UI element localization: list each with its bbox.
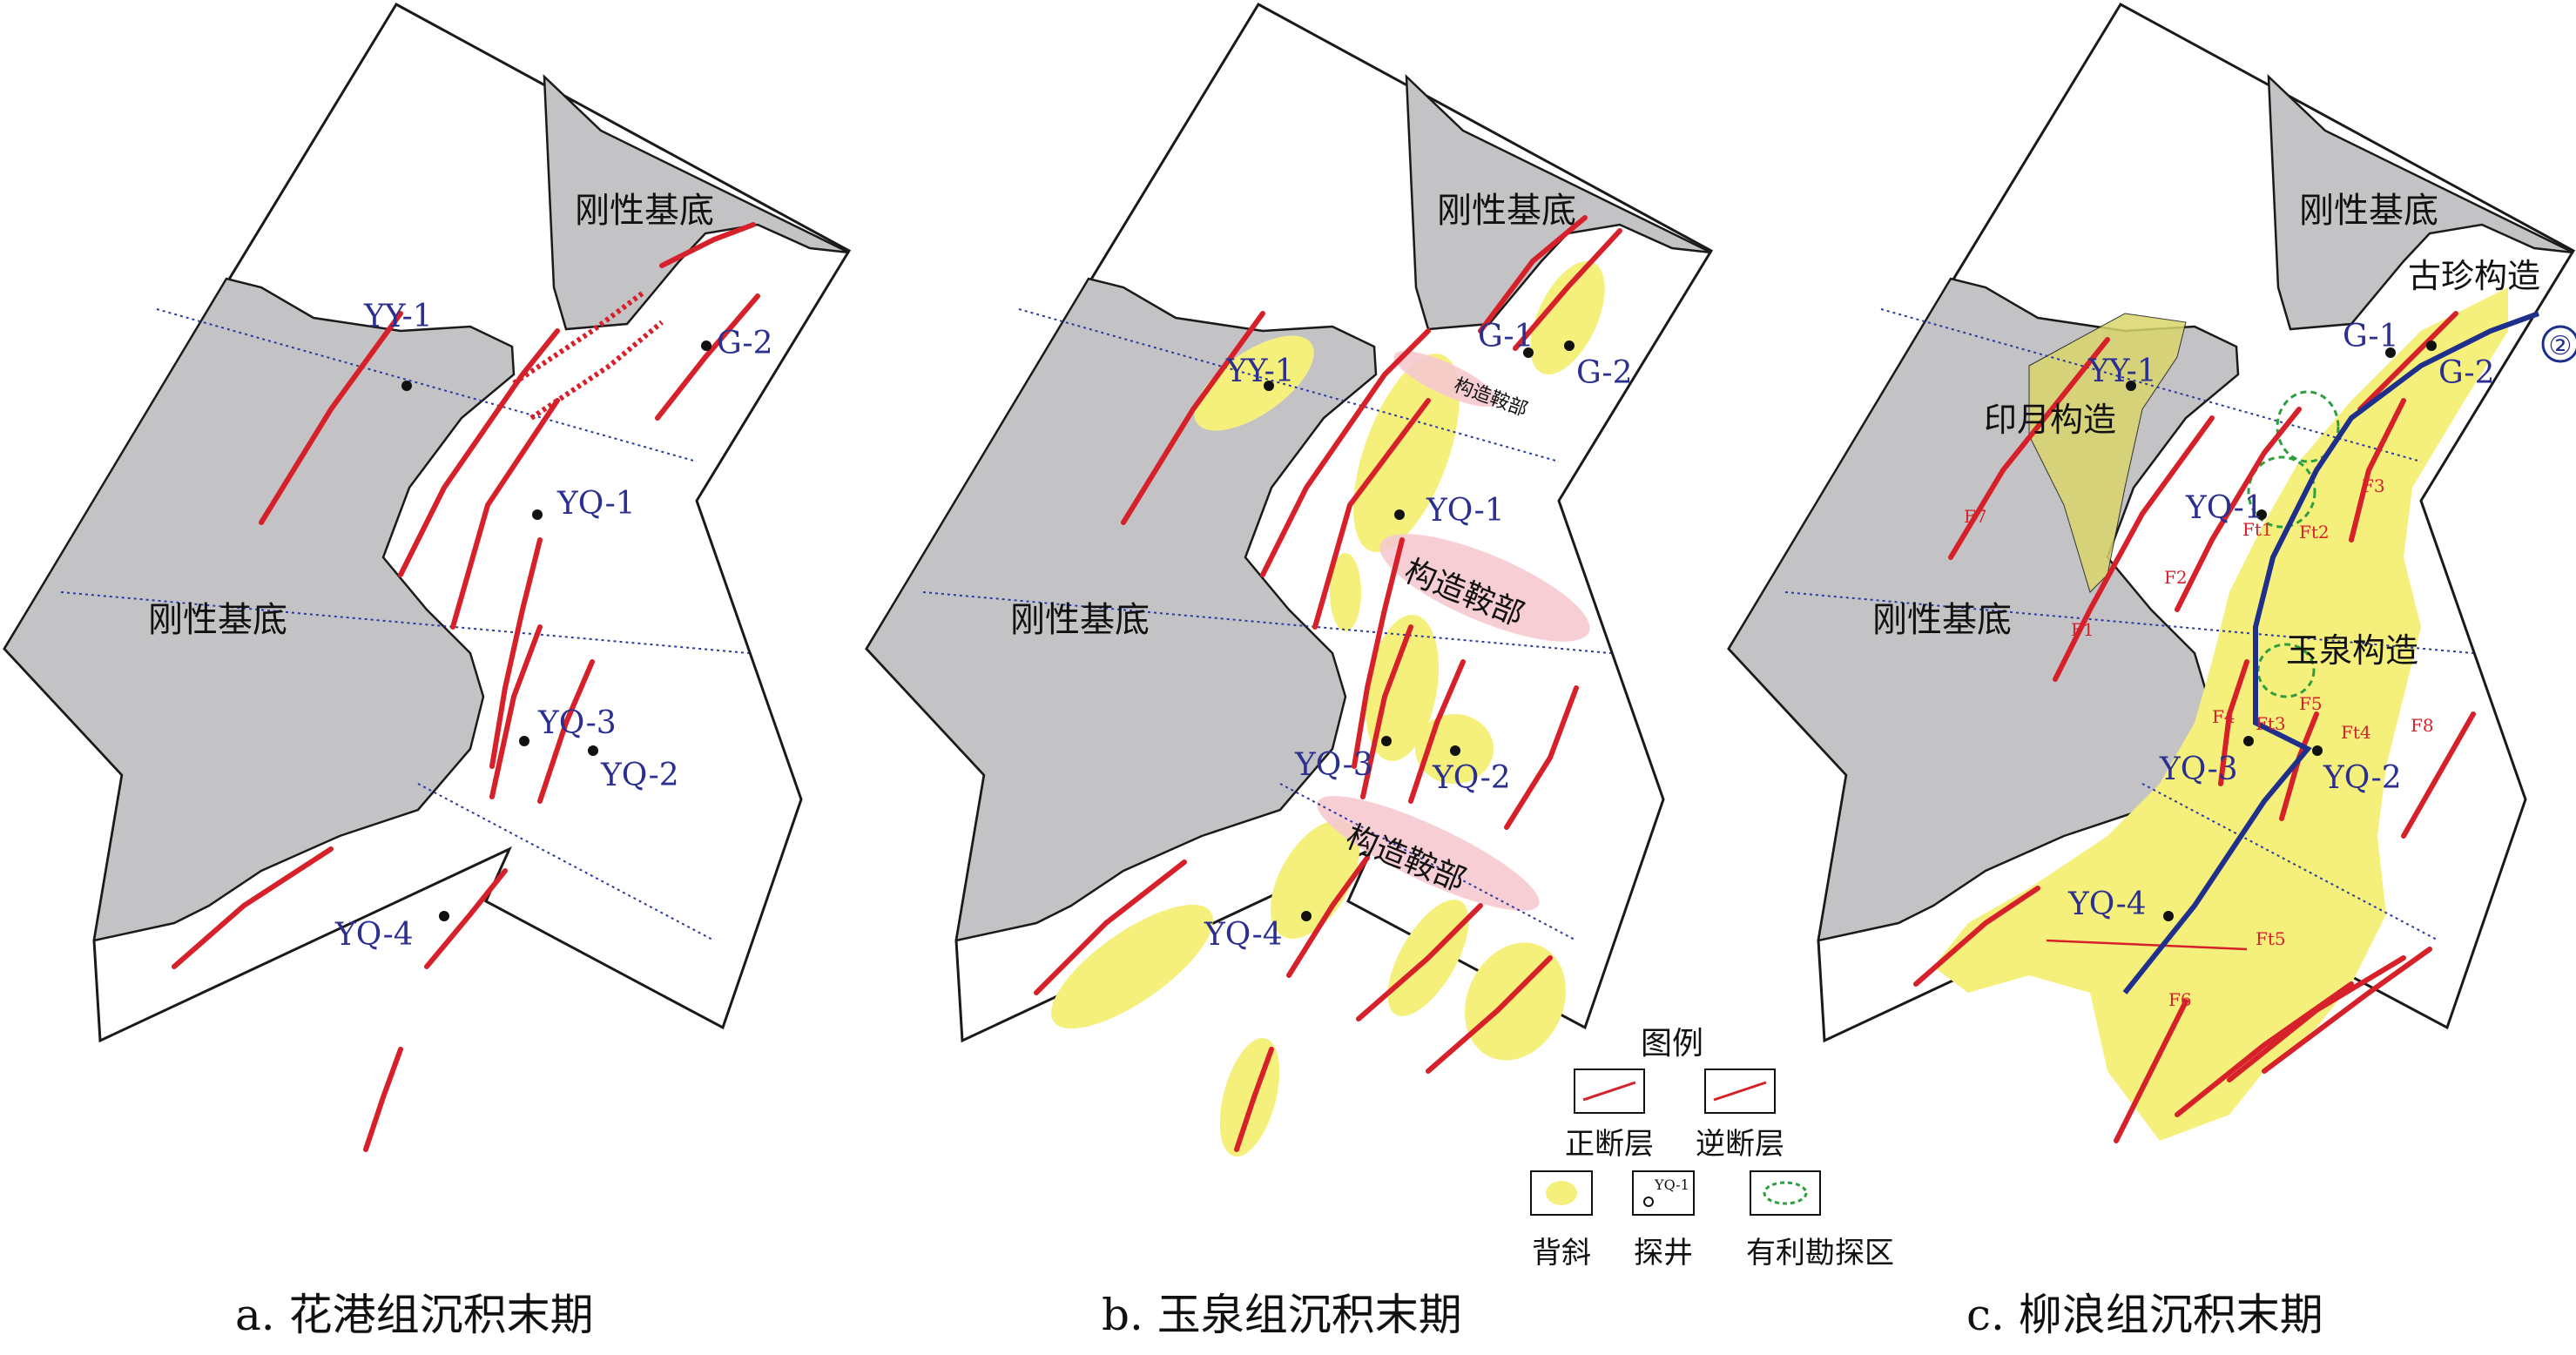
- svg-text:YQ-1: YQ-1: [1654, 1176, 1689, 1193]
- well-label: YQ-1: [2185, 490, 2264, 526]
- well-label: G-2: [2438, 355, 2495, 391]
- panel-c: [1727, 2, 2576, 1143]
- fault-label: Ft4: [2341, 722, 2371, 743]
- caption-panel-a: a. 花港组沉积末期: [235, 1290, 594, 1340]
- legend-label: 正断层: [1565, 1127, 1654, 1162]
- structure-label-yuquan: 玉泉构造: [2286, 631, 2418, 670]
- fault-label: Ft1: [2242, 519, 2273, 540]
- well-label: YQ-2: [2323, 760, 2402, 796]
- thrust-ft5: [2046, 939, 2248, 951]
- rigid-basement-north: [543, 73, 850, 331]
- fault-label: F6: [2168, 989, 2192, 1010]
- rigid-basement-west: [865, 277, 1378, 942]
- fault-label: F8: [2411, 715, 2434, 736]
- fault-label: F7: [1964, 506, 1987, 527]
- reverse-fault-icon: [1713, 1081, 1767, 1102]
- caption-panel-c: c. 柳浪组沉积末期: [1966, 1290, 2323, 1340]
- structure-label-guzhen: 古珍构造: [2408, 257, 2540, 295]
- anticline-icon: [1546, 1181, 1577, 1205]
- fault-label: F1: [2071, 619, 2094, 640]
- well-label: G-2: [1576, 355, 1633, 391]
- exploration-area-icon: [1763, 1181, 1808, 1205]
- well-label: YQ-3: [2159, 752, 2238, 787]
- rigid-basement-north: [2267, 73, 2574, 331]
- well-label: G-1: [1478, 319, 1534, 354]
- legend-label: 逆断层: [1696, 1127, 1784, 1162]
- structure-label-yinyue: 印月构造: [1984, 401, 2116, 439]
- anticline-trend: [1933, 287, 2508, 1141]
- fault-label: Ft2: [2299, 522, 2330, 543]
- panel-b: [865, 2, 1714, 1157]
- fault-label: F4: [2212, 706, 2235, 727]
- well-label: YY-1: [1225, 354, 1295, 389]
- basement-label: 刚性基底: [1010, 600, 1150, 640]
- well-label: YY-1: [2087, 354, 2157, 389]
- basement-label: 刚性基底: [575, 191, 714, 231]
- legend: 图例 正断层 逆断层 YQ-1 背斜 探井 有利勘探区: [1530, 1026, 1894, 1271]
- section-marker: ②: [2549, 331, 2573, 361]
- well-label: YQ-1: [1426, 493, 1505, 529]
- section-line: [2122, 311, 2540, 994]
- anticline-yinyue: [2028, 313, 2187, 593]
- well-label: YQ-4: [2067, 886, 2147, 922]
- basement-label: 刚性基底: [1872, 600, 2012, 640]
- well-label: YQ-1: [556, 486, 636, 522]
- legend-label: 有利勘探区: [1746, 1236, 1894, 1271]
- normal-fault-icon: [1582, 1081, 1636, 1102]
- legend-label: 背斜: [1532, 1236, 1591, 1271]
- well-label: YQ-2: [600, 758, 679, 793]
- fault-label: F2: [2164, 567, 2188, 588]
- well-label: YQ-4: [1204, 917, 1283, 953]
- caption-panel-b: b. 玉泉组沉积末期: [1102, 1290, 1462, 1340]
- panel-a: [3, 2, 852, 1152]
- well-label: YQ-3: [1294, 747, 1373, 783]
- well-label: YQ-2: [1432, 760, 1511, 796]
- basement-label: 刚性基底: [148, 600, 287, 640]
- legend-title: 图例: [1641, 1026, 1703, 1062]
- fault-label: Ft5: [2256, 928, 2286, 949]
- well-label: YY-1: [363, 299, 433, 334]
- well-icon: YQ-1: [1643, 1176, 1689, 1207]
- well-label: YQ-4: [334, 917, 414, 953]
- basement-label: 刚性基底: [1437, 191, 1576, 231]
- well-label: G-2: [717, 326, 773, 361]
- well-label: G-1: [2343, 319, 2399, 354]
- rigid-basement-west: [3, 277, 516, 942]
- fault-label: Ft3: [2256, 713, 2286, 734]
- basement-label: 刚性基底: [2299, 191, 2438, 231]
- fault-label: F5: [2299, 693, 2323, 714]
- fault-label: F3: [2362, 475, 2385, 496]
- legend-label: 探井: [1634, 1236, 1693, 1271]
- well-label: YQ-3: [537, 705, 617, 741]
